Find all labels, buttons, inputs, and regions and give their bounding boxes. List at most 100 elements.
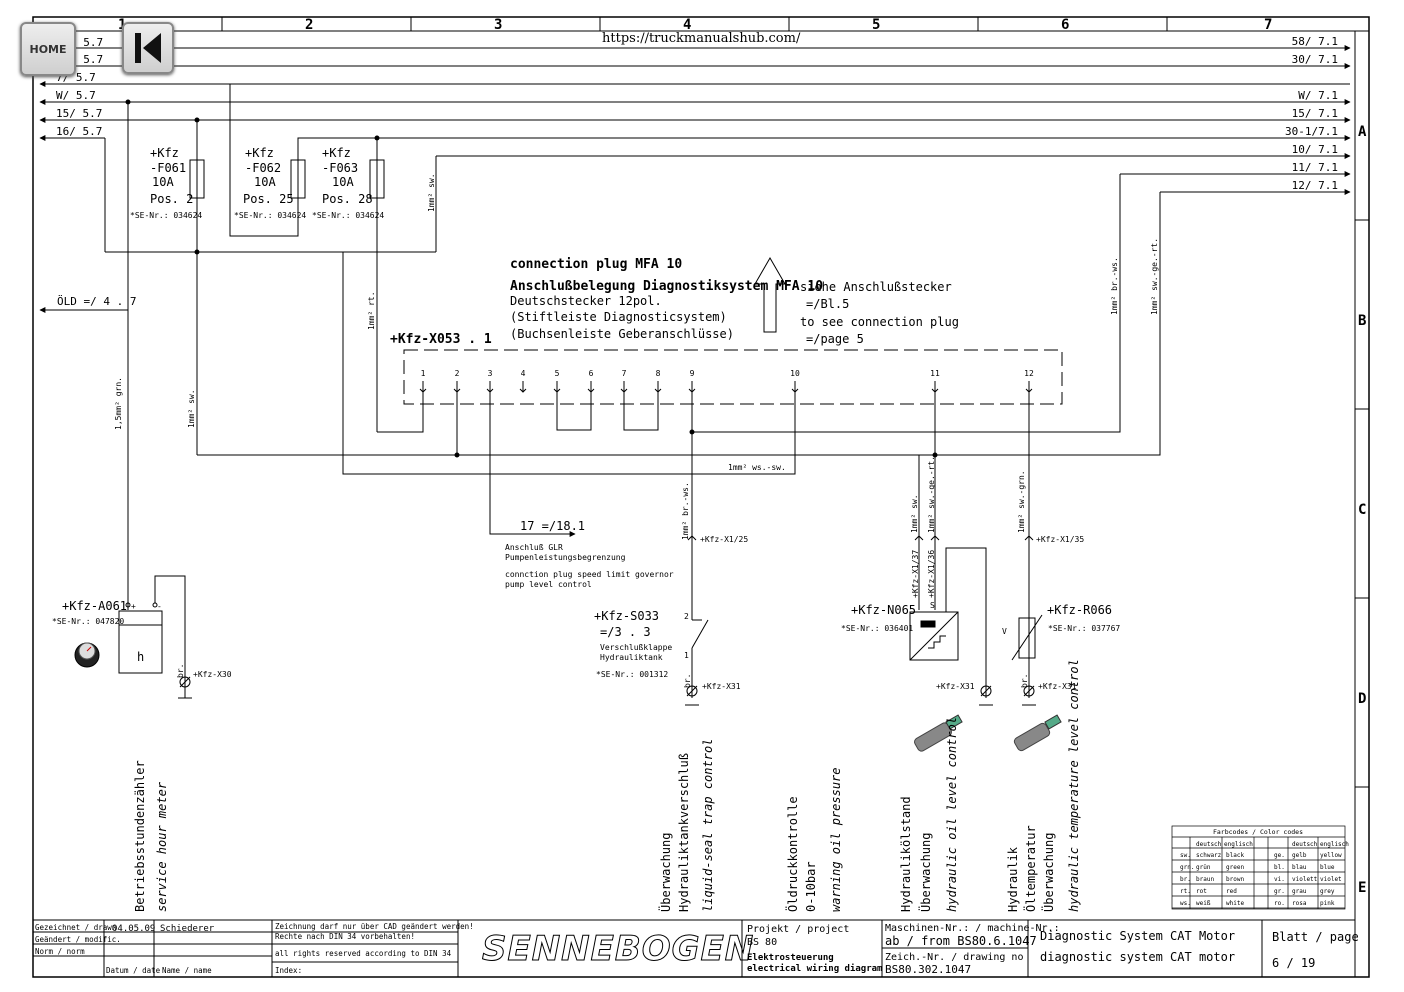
s033-ref: =/3 . 3 [600, 625, 651, 639]
tb-index-label: Index: [275, 966, 302, 975]
desc-5-de: Hydraulik [1006, 846, 1020, 912]
label-w-sw-ge-rt-right: 1mm² sw.-ge.-rt. [1150, 238, 1159, 315]
desc-4-en: hydraulic oil level control [945, 717, 959, 912]
desc-2-en: liquid-seal trap control [701, 739, 715, 912]
s033-name: +Kfz-S033 [594, 609, 659, 623]
plug-wiring [127, 102, 1161, 660]
r066-x: +Kfz-X31 [1038, 682, 1077, 691]
cc-left-2-2: brown [1226, 876, 1244, 883]
tb-name-label: Name / name [162, 966, 212, 975]
col-5: 5 [872, 17, 880, 33]
plug-pin-4: 4 [521, 369, 526, 378]
desc-3-en: warning oil pressure [829, 768, 843, 913]
tb-drawing-label: Zeich.-Nr. / drawing no [885, 952, 1023, 963]
cc-left-0-1: schwarz [1196, 852, 1222, 859]
plug-line3: (Buchsenleiste Geberanschlüsse) [510, 327, 734, 341]
pin-marks [419, 381, 1033, 393]
plug-title-de: Anschlußbelegung Diagnostiksystem MFA 10 [510, 279, 823, 294]
desc-2-de: Überwachung [657, 833, 673, 912]
a061-minus: - [157, 602, 162, 611]
row-c: C [1358, 502, 1366, 518]
s033-d1: Verschlußklappe [600, 643, 672, 652]
cc-title: Farbcodes / Color codes [1213, 828, 1303, 836]
plug-pin-5: 5 [555, 369, 560, 378]
col-2: 2 [305, 17, 313, 33]
hour-meter-symbol [118, 575, 192, 699]
tb-project: BS 80 [747, 937, 777, 948]
cc-left-0-0: sw. [1180, 852, 1191, 859]
plug-line2: (Stiftleiste Diagnosticsystem) [510, 310, 727, 324]
plug-pin-mark-10 [791, 381, 799, 393]
label-w-br-ws: 1mm² br.-ws. [681, 482, 690, 540]
wire-left-1: / 5.7 [70, 36, 103, 49]
source-url: https://truckmanualshub.com/ [602, 31, 801, 46]
desc-5-de3: Überwachung [1040, 833, 1056, 912]
color-code-table [1171, 825, 1346, 910]
cc-head-de-left: deutsch [1196, 841, 1222, 848]
plug-pin-mark-2 [453, 381, 461, 393]
wire-left-6: 16/ 5.7 [56, 125, 102, 138]
wire-right-5: 30-1/7.1 [1285, 125, 1338, 138]
senebogen-logo: SENNEBOGEN [482, 929, 754, 969]
label-w-sw-grn: 1mm² sw.-grn. [1017, 470, 1026, 533]
r066-se: *SE-Nr.: 037767 [1048, 624, 1120, 633]
plug-pin-mark-8 [654, 381, 662, 393]
switch-symbol [685, 535, 709, 706]
n065-x36: +Kfz-X1/36 [927, 550, 936, 598]
n065-name: +Kfz-N065 [851, 603, 916, 617]
back-button[interactable] [122, 22, 174, 74]
wire-right-8: 12/ 7.1 [1292, 179, 1338, 192]
label-w-grn: 1,5mm² grn. [114, 377, 123, 430]
desc-2-de2: Hydrauliktankverschluß [677, 753, 691, 912]
home-button[interactable]: HOME [20, 22, 76, 76]
s033-x: +Kfz-X31 [702, 682, 741, 691]
plug-pin-12: 12 [1024, 369, 1034, 378]
plug-box [403, 349, 1063, 405]
cc-head-de-right: deutsch [1292, 841, 1318, 848]
cc-right-1-1: blau [1292, 864, 1307, 871]
fuse3-l2: -F063 [322, 161, 358, 175]
plug-pin-mark-6 [587, 381, 595, 393]
s033-se: *SE-Nr.: 001312 [596, 670, 668, 679]
col-4: 4 [683, 17, 691, 33]
wire-right-6: 10/ 7.1 [1292, 143, 1338, 156]
cc-left-4-1: weiß [1196, 900, 1211, 907]
glr-l2: Pumpenleistungsbegrenzung [505, 553, 626, 562]
wire-left-2: / 5.7 [70, 53, 103, 66]
plug-pin-6: 6 [589, 369, 594, 378]
plug-line1: Deutschstecker 12pol. [510, 294, 662, 308]
fuse1-l4: Pos. 2 [150, 192, 193, 206]
fuse2-l2: -F062 [245, 161, 281, 175]
row-separators [1355, 219, 1369, 788]
tb-note2: Rechte nach DIN 34 vorbehalten! [275, 932, 415, 941]
plug-pin-mark-12 [1025, 381, 1033, 393]
cc-right-3-2: grey [1320, 888, 1335, 895]
skip-back-icon [135, 33, 161, 63]
desc-4-de: Hydraulikölstand [899, 796, 913, 912]
n065-x37: +Kfz-X1/37 [911, 550, 920, 598]
tb-note1: Zeichnung darf nur über CAD geändert wer… [275, 922, 474, 931]
tb-title-de: Diagnostic System CAT Motor [1040, 929, 1235, 943]
plug-ref-de2: =/Bl.5 [806, 297, 849, 311]
desc-3-de: Öldruckkontrolle [784, 796, 800, 912]
col-6: 6 [1061, 17, 1069, 33]
row-e: E [1358, 880, 1366, 896]
cc-left-1-0: grn. [1180, 864, 1194, 871]
cc-head-en-left: englisch [1224, 841, 1253, 848]
cc-right-2-2: violet [1320, 876, 1342, 883]
desc-1-de: Betriebsstundenzähler [133, 760, 147, 912]
glr-l4: pump level control [505, 580, 592, 589]
label-w-sw-left: 1mm² sw. [187, 389, 196, 428]
cc-right-0-2: yellow [1320, 852, 1342, 859]
fuse2-se: *SE-Nr.: 034624 [234, 211, 306, 220]
label-w-ws-sw: 1mm² ws.-sw. [728, 463, 786, 472]
label-w-sw-top: 1mm² sw. [427, 173, 436, 212]
temperature-sensor-symbol [1011, 535, 1043, 706]
up-arrow [754, 256, 786, 333]
cc-left-3-0: rt. [1180, 888, 1191, 895]
plug-pin-3: 3 [488, 369, 493, 378]
n065-se: *SE-Nr.: 036401 [841, 624, 913, 633]
wire-left-5: 15/ 5.7 [56, 107, 102, 120]
plug-pin-2: 2 [455, 369, 460, 378]
a061-plus: + [131, 602, 136, 611]
